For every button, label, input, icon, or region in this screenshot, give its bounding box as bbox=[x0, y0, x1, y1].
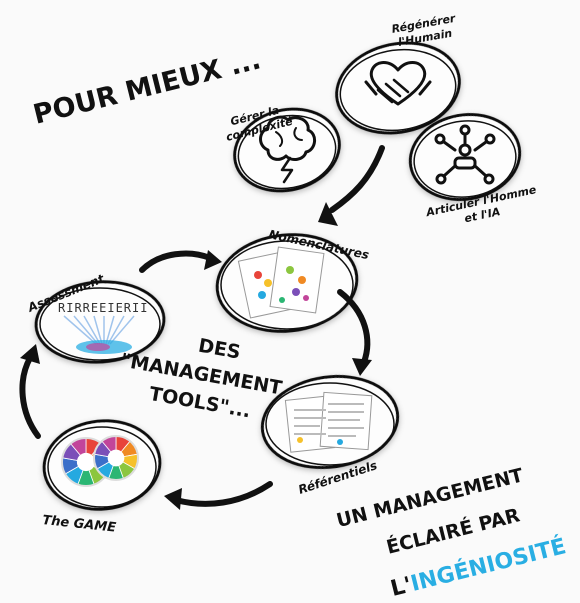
handshake-heart-icon bbox=[364, 61, 432, 106]
game-wheel-right bbox=[93, 435, 139, 481]
assessment-beams-image bbox=[63, 315, 135, 354]
game-wheels-image bbox=[61, 435, 139, 487]
tool-assessment: RIRREEIERII Assessment bbox=[25, 271, 166, 364]
assessment-letters: RIRREEIERII bbox=[58, 301, 148, 315]
brain-lightning-icon bbox=[259, 115, 316, 184]
cycle-arrows bbox=[19, 250, 372, 510]
wheel-hub bbox=[76, 452, 96, 472]
goal-gerer-complexite: Gérer la complexité bbox=[225, 104, 341, 193]
tool-the-game: The GAME bbox=[42, 419, 162, 536]
tool-label: The GAME bbox=[42, 513, 117, 536]
arrow-referentiels-to-game bbox=[164, 481, 273, 510]
arrow-assessment-to-nomenclatures bbox=[139, 250, 222, 273]
wheel-hub bbox=[107, 449, 125, 467]
referentiel-sheets-image bbox=[284, 391, 373, 453]
nomenclature-sheets-image bbox=[237, 246, 325, 319]
tagline: UN MANAGEMENT ÉCLAIRÉ PAR L'INGÉNIOSITÉ bbox=[334, 464, 568, 602]
goal-label: Régénérer l'Humain bbox=[391, 11, 463, 49]
wheel-rim bbox=[93, 435, 139, 481]
tool-nomenclatures: Nomenclatures bbox=[215, 227, 370, 333]
arrow-nomenclatures-to-referentiels bbox=[337, 289, 372, 376]
human-network-icon bbox=[434, 124, 496, 185]
arrow-to-tools bbox=[318, 145, 385, 226]
arrow-game-to-assessment bbox=[19, 344, 41, 439]
